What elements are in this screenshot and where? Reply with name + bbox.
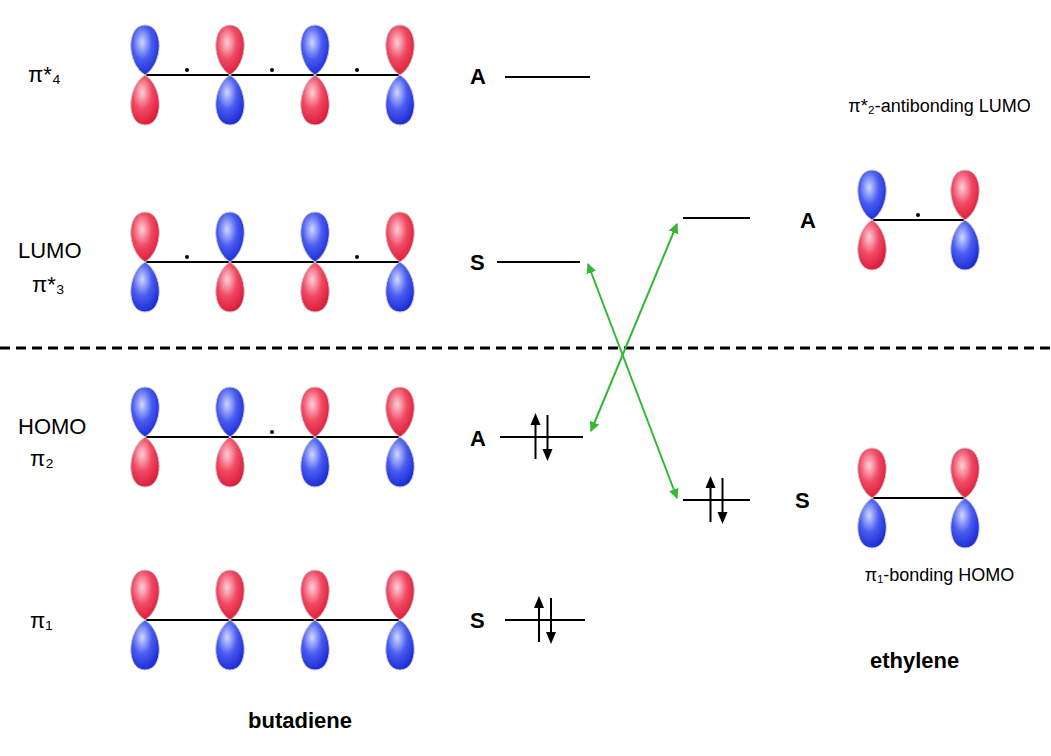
electron-spin-down (718, 512, 728, 524)
p-orbital-lobe (386, 75, 415, 125)
homo-lumo-divider (0, 347, 1051, 350)
p-orbital-lobe (131, 570, 160, 620)
symmetry-label: S (795, 488, 810, 513)
p-orbital-lobe (386, 620, 415, 670)
p-orbital-lobe (216, 437, 245, 487)
p-orbital-lobe (386, 437, 415, 487)
p-orbital-lobe (301, 620, 330, 670)
p-orbital-lobe (301, 25, 330, 75)
molecule-name: ethylene (870, 648, 959, 674)
p-orbital-lobe (951, 220, 980, 270)
node-dot (916, 213, 920, 217)
molecule-name: butadiene (248, 708, 352, 734)
energy-level: π*₄ A (10, 40, 600, 110)
symmetry-label: S (470, 608, 485, 633)
symmetry-label: A (470, 426, 486, 451)
node-dot (270, 430, 274, 434)
p-orbital-lobe (131, 212, 160, 262)
sigma-bond-line (872, 497, 965, 499)
p-orbital-lobe (951, 170, 980, 220)
energy-level-line (505, 76, 590, 78)
electron-spin-up (531, 413, 541, 425)
electron-spin-up (706, 476, 716, 488)
energy-level: π₁ S (10, 590, 600, 650)
p-orbital-lobe (386, 25, 415, 75)
p-orbital-lobe (301, 75, 330, 125)
p-orbital-lobe (131, 620, 160, 670)
sigma-bond-line (145, 261, 400, 263)
node-dot (355, 255, 359, 259)
energy-level-line (500, 436, 583, 438)
p-orbital-lobe (858, 498, 887, 548)
p-orbital-lobe (386, 262, 415, 312)
energy-level: HOMO π₂ A (10, 400, 595, 480)
electron-spin-down (543, 449, 553, 461)
p-orbital-lobe (216, 620, 245, 670)
p-orbital-lobe (858, 448, 887, 498)
orbital-label: LUMO (18, 238, 82, 263)
electron-spin-down (546, 632, 556, 644)
orbital-label: HOMO (18, 414, 86, 439)
p-orbital-lobe (216, 212, 245, 262)
p-orbital-lobe (386, 212, 415, 262)
p-orbital-lobe (858, 220, 887, 270)
symmetry-label: A (800, 208, 816, 233)
p-orbital-lobe (216, 75, 245, 125)
interaction-arrow (591, 224, 677, 431)
orbital-label: π₁ (30, 608, 53, 633)
energy-level-line (497, 261, 580, 263)
orbital-label: π*₂-antibonding LUMO (842, 96, 1037, 118)
p-orbital-lobe (216, 387, 245, 437)
symmetry-label: A (470, 64, 486, 89)
p-orbital-lobe (216, 262, 245, 312)
orbital-label: π*₄ (28, 62, 61, 87)
p-orbital-lobe (216, 570, 245, 620)
p-orbital-lobe (131, 25, 160, 75)
p-orbital-lobe (301, 437, 330, 487)
p-orbital-lobe (386, 570, 415, 620)
p-orbital-lobe (131, 437, 160, 487)
orbital-label: π₁-bonding HOMO (842, 565, 1037, 587)
p-orbital-lobe (386, 387, 415, 437)
p-orbital-lobe (858, 170, 887, 220)
p-orbital-lobe (301, 212, 330, 262)
p-orbital-lobe (951, 448, 980, 498)
orbital-label: π₂ (30, 446, 54, 471)
sigma-bond-line (145, 74, 400, 76)
p-orbital-lobe (216, 25, 245, 75)
node-dot (185, 68, 189, 72)
energy-level-line (505, 619, 585, 621)
electron-spin-up (534, 596, 544, 608)
p-orbital-lobe (301, 570, 330, 620)
p-orbital-lobe (301, 387, 330, 437)
node-dot (355, 68, 359, 72)
symmetry-label: S (470, 250, 485, 275)
interaction-arrow (588, 264, 677, 498)
p-orbital-lobe (131, 75, 160, 125)
sigma-bond-line (872, 219, 965, 221)
sigma-bond-line (145, 436, 400, 438)
energy-level: π*₂-antibonding LUMO A (675, 90, 1045, 265)
node-dot (185, 255, 189, 259)
p-orbital-lobe (301, 262, 330, 312)
p-orbital-lobe (131, 387, 160, 437)
energy-level: LUMO π*₃ S (10, 225, 590, 305)
orbital-label: π*₃ (32, 272, 65, 297)
node-dot (270, 68, 274, 72)
sigma-bond-line (145, 619, 400, 621)
energy-level: π₁-bonding HOMO S (675, 470, 1045, 615)
energy-level-line (683, 499, 750, 501)
energy-level-line (683, 217, 750, 219)
p-orbital-lobe (951, 498, 980, 548)
p-orbital-lobe (131, 262, 160, 312)
